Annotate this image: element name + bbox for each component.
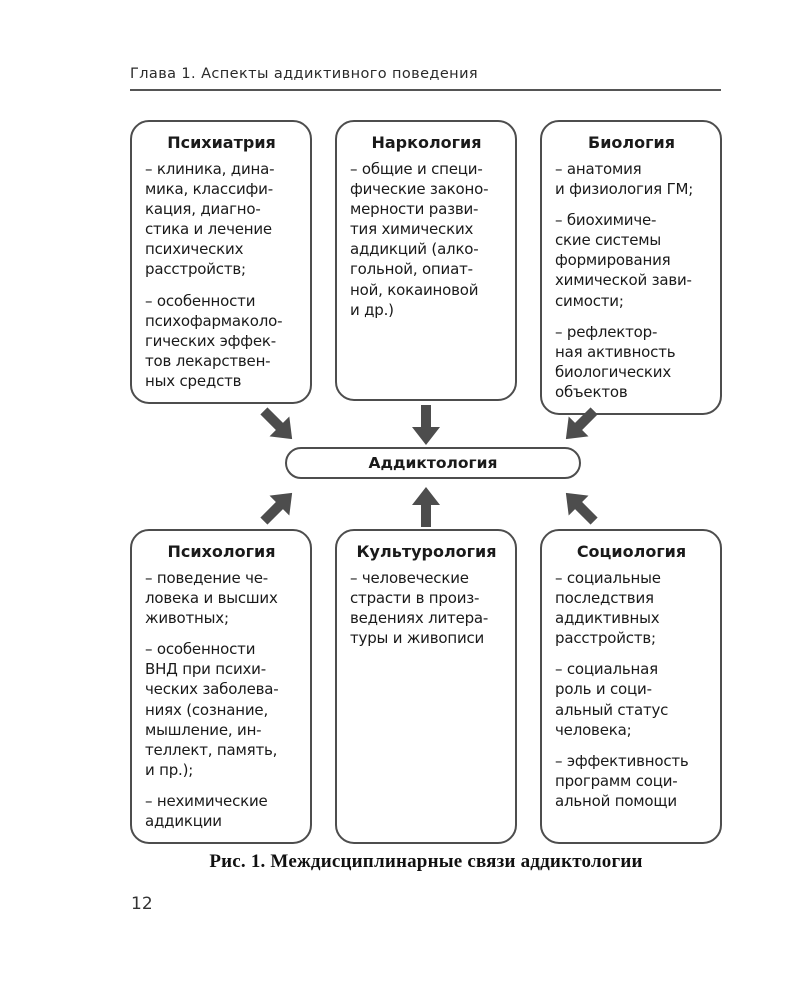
top-arrows: [130, 404, 722, 446]
figure-caption: Рис. 1. Междисциплинарные связи аддиктол…: [209, 851, 643, 872]
box-biology: Биология – анатомия и физиология ГМ; – б…: [540, 120, 722, 416]
box-psychology-title: Психология: [167, 542, 276, 561]
arrow-up-right-icon: [253, 482, 302, 531]
box-psychiatry-item: – клиника, дина- мика, классифи- кация, …: [145, 160, 275, 279]
bottom-box-row: Психология – поведение че- ловека и высш…: [130, 529, 722, 845]
box-sociology-item: – социальные последствия аддиктивных рас…: [555, 569, 661, 648]
box-biology-title: Биология: [588, 133, 675, 152]
center-node-wrap: Аддиктология: [130, 447, 722, 479]
box-psychology: Психология – поведение че- ловека и высш…: [130, 529, 312, 845]
center-node: Аддиктология: [285, 447, 581, 479]
box-biology-item: – рефлектор- ная активность биологически…: [555, 322, 676, 401]
box-culturology-item: – человеческие страсти в произ- ведениях…: [350, 569, 489, 648]
page-number: 12: [131, 894, 153, 914]
box-culturology: Культурология – человеческие страсти в п…: [335, 529, 517, 845]
box-sociology-title: Социология: [576, 542, 687, 561]
box-psychology-item: – особенности ВНД при психи- ческих забо…: [145, 640, 279, 779]
box-sociology-item: – эффективность программ соци- альной по…: [555, 751, 689, 810]
box-sociology-item: – социальная роль и соци- альный статус …: [555, 660, 669, 739]
chapter-header: Глава 1. Аспекты аддиктивного поведения: [130, 66, 721, 91]
box-culturology-title: Культурология: [356, 542, 497, 561]
arrow-up-icon: [411, 487, 441, 527]
box-narcology-item: – общие и специ- фические законо- мернос…: [350, 160, 489, 319]
top-box-row: Психиатрия – клиника, дина- мика, класси…: [130, 120, 722, 416]
chapter-header-text: Глава 1. Аспекты аддиктивного поведения: [130, 66, 479, 82]
arrow-down-left-icon: [555, 400, 604, 449]
box-sociology: Социология – социальные последствия адди…: [540, 529, 722, 845]
box-psychiatry: Психиатрия – клиника, дина- мика, класси…: [130, 120, 312, 405]
box-psychiatry-item: – особенности психофармаколо- гических э…: [145, 291, 283, 390]
arrow-down-right-icon: [253, 400, 302, 449]
arrow-up-left-icon: [555, 482, 604, 531]
box-narcology-title: Наркология: [371, 133, 482, 152]
bottom-arrows: [130, 486, 722, 528]
box-psychiatry-title: Психиатрия: [167, 133, 276, 152]
box-biology-item: – анатомия и физиология ГМ;: [555, 160, 694, 199]
arrow-down-icon: [411, 405, 441, 445]
box-narcology: Наркология – общие и специ- фические зак…: [335, 120, 517, 401]
box-psychology-item: – нехимические аддикции: [145, 791, 268, 831]
box-psychology-item: – поведение че- ловека и высших животных…: [145, 569, 278, 628]
box-biology-item: – биохимиче- ские системы формирования х…: [555, 211, 692, 310]
center-node-label: Аддиктология: [368, 454, 498, 472]
